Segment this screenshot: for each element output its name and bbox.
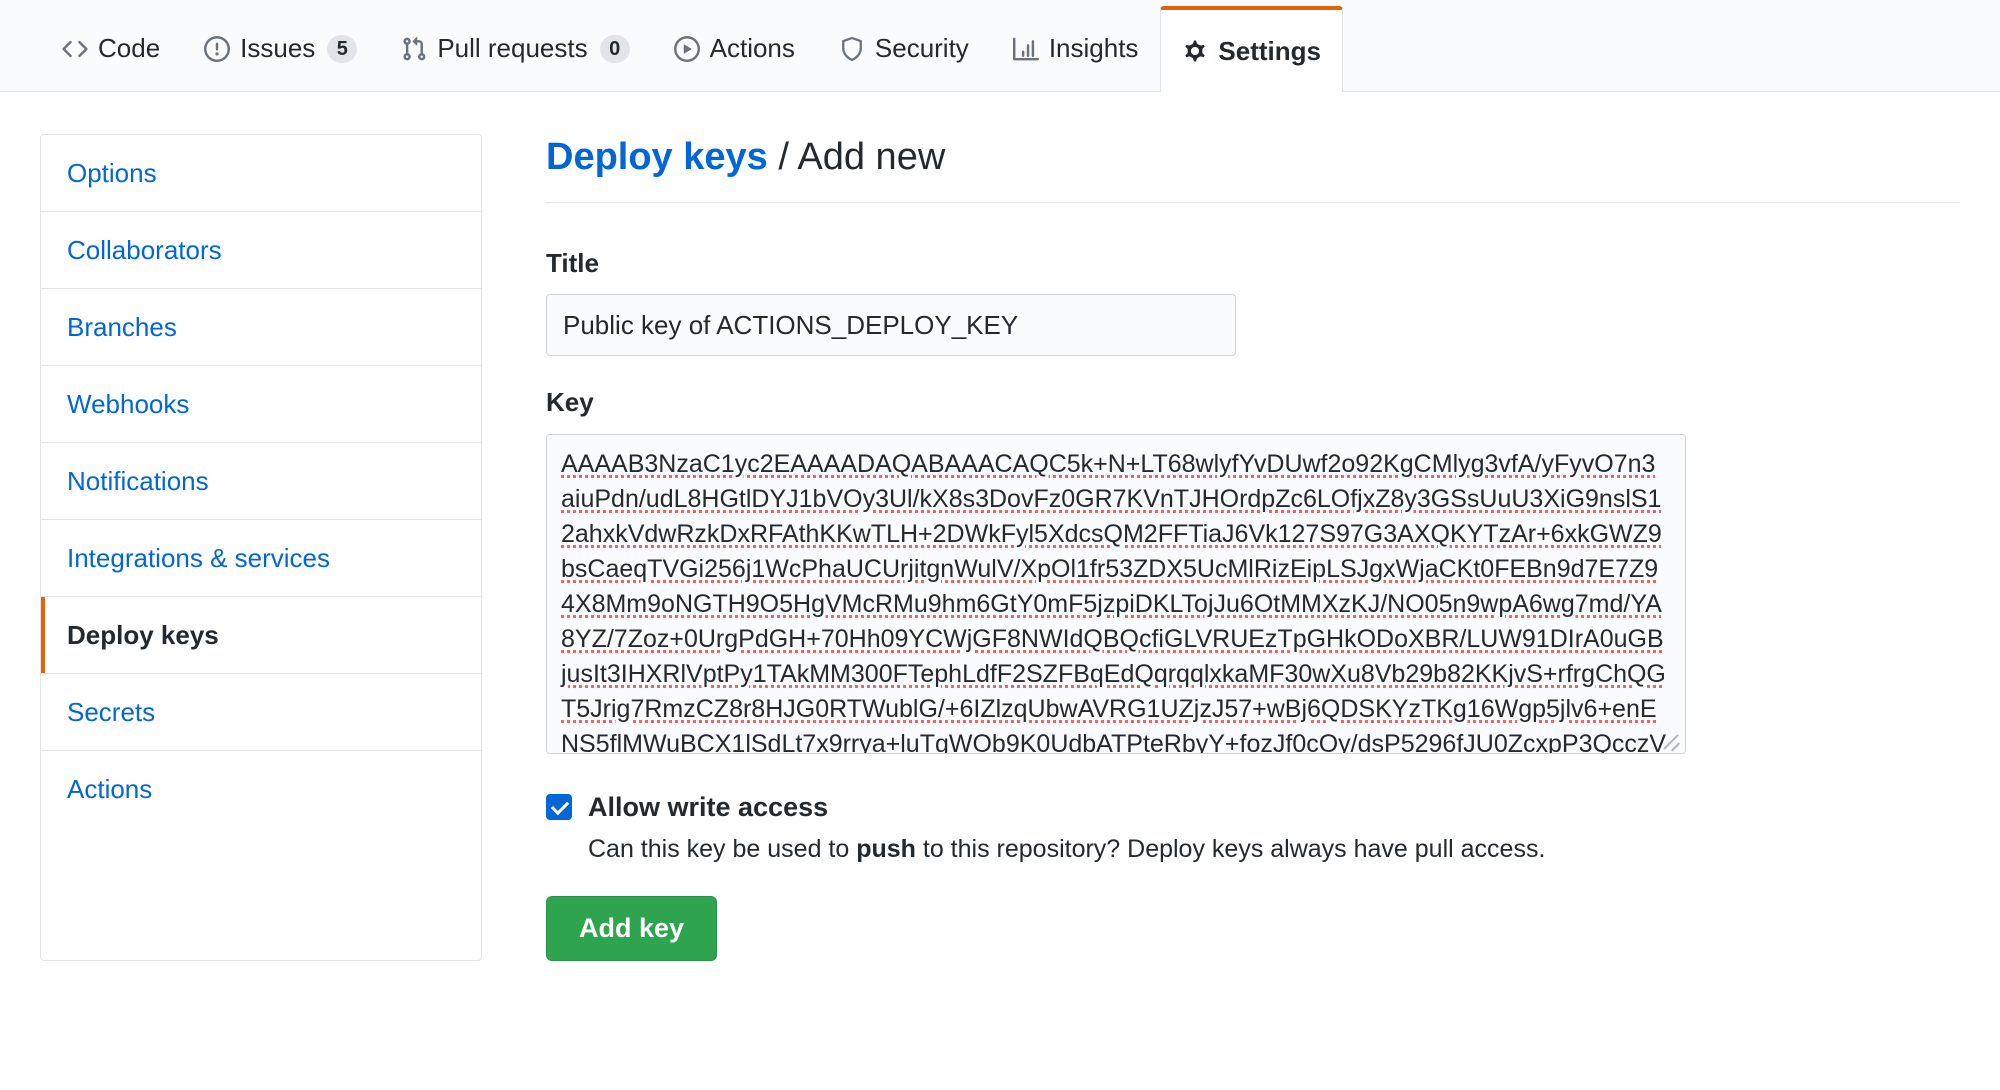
nav-tab-label: Security [874, 33, 969, 63]
sidebar-item-deploy-keys[interactable]: Deploy keys [41, 597, 481, 674]
key-label: Key [546, 387, 594, 418]
sidebar-item-label: Options [67, 158, 157, 188]
allow-write-access-checkbox[interactable] [546, 794, 572, 821]
repository-nav: Code Issues 5 Pull requests 0 Actions Se… [0, 0, 2000, 92]
pull-requests-count: 0 [599, 34, 630, 63]
nav-tab-code[interactable]: Code [40, 5, 182, 91]
key-input-wrapper: AAAAB3NzaC1yc2EAAAADAQABAAACAQC5k+N+LT68… [546, 434, 1686, 755]
breadcrumb-current: Add new [797, 136, 946, 178]
sidebar-item-label: Actions [67, 774, 153, 804]
sidebar-item-options[interactable]: Options [41, 135, 481, 212]
page-title: Deploy keys / Add new [546, 134, 945, 182]
sidebar-item-secrets[interactable]: Secrets [41, 674, 481, 751]
note-before: Can this key be used to [588, 835, 857, 864]
sidebar-item-label: Webhooks [67, 389, 190, 419]
title-form-group: Title [546, 247, 1960, 357]
nav-tab-label: Settings [1218, 35, 1321, 66]
key-textarea[interactable]: AAAAB3NzaC1yc2EAAAADAQABAAACAQC5k+N+LT68… [546, 434, 1686, 755]
nav-tab-issues[interactable]: Issues 5 [182, 5, 379, 91]
breadcrumb-link-deploy-keys[interactable]: Deploy keys [546, 136, 768, 178]
nav-tab-label: Issues [240, 33, 316, 63]
settings-sidebar-menu: Options Collaborators Branches Webhooks … [40, 134, 482, 962]
shield-icon [839, 36, 865, 62]
nav-tab-settings[interactable]: Settings [1160, 6, 1343, 92]
sidebar-item-label: Branches [67, 312, 177, 342]
sidebar-item-label: Notifications [67, 466, 209, 496]
nav-tab-label: Insights [1048, 33, 1139, 63]
issues-count: 5 [327, 34, 358, 63]
sidebar-item-label: Integrations & services [67, 543, 331, 573]
add-key-button[interactable]: Add key [546, 896, 718, 962]
nav-tab-label: Actions [709, 33, 795, 63]
allow-write-access-text: Allow write access Can this key be used … [588, 788, 1545, 866]
key-form-group: Key AAAAB3NzaC1yc2EAAAADAQABAAACAQC5k+N+… [546, 386, 1960, 755]
nav-tab-pull-requests[interactable]: Pull requests 0 [379, 5, 651, 91]
deploy-key-form: Deploy keys / Add new Title Key AAAAB3Nz… [482, 134, 1960, 962]
note-bold: push [856, 835, 916, 864]
nav-tab-label: Pull requests [437, 33, 588, 63]
allow-write-access-note: Can this key be used to push to this rep… [588, 832, 1545, 866]
sidebar-item-webhooks[interactable]: Webhooks [41, 366, 481, 443]
nav-tab-actions[interactable]: Actions [652, 5, 817, 91]
play-icon [673, 35, 700, 62]
sidebar-item-label: Deploy keys [67, 620, 219, 650]
title-label: Title [546, 247, 599, 278]
sidebar-item-integrations-and-services[interactable]: Integrations & services [41, 520, 481, 597]
nav-tab-insights[interactable]: Insights [991, 5, 1161, 91]
gear-icon [1182, 38, 1208, 64]
issue-icon [204, 35, 231, 62]
title-input[interactable] [546, 294, 1236, 357]
allow-write-access-label: Allow write access [588, 792, 829, 823]
sidebar-item-label: Secrets [67, 697, 156, 727]
sidebar-item-notifications[interactable]: Notifications [41, 443, 481, 520]
sidebar-item-branches[interactable]: Branches [41, 289, 481, 366]
sidebar-item-collaborators[interactable]: Collaborators [41, 212, 481, 289]
note-after: to this repository? Deploy keys always h… [915, 835, 1546, 864]
allow-write-access-row: Allow write access Can this key be used … [546, 788, 1960, 866]
git-pull-request-icon [401, 36, 427, 62]
settings-page: Options Collaborators Branches Webhooks … [0, 92, 2000, 962]
code-icon [62, 36, 88, 62]
breadcrumb-separator: / [778, 136, 789, 178]
breadcrumb: Deploy keys / Add new [546, 134, 1960, 203]
nav-tab-security[interactable]: Security [817, 5, 991, 91]
nav-tab-label: Code [98, 33, 161, 63]
sidebar-item-label: Collaborators [67, 235, 222, 265]
sidebar-item-actions[interactable]: Actions [41, 751, 481, 827]
graph-icon [1012, 36, 1039, 62]
